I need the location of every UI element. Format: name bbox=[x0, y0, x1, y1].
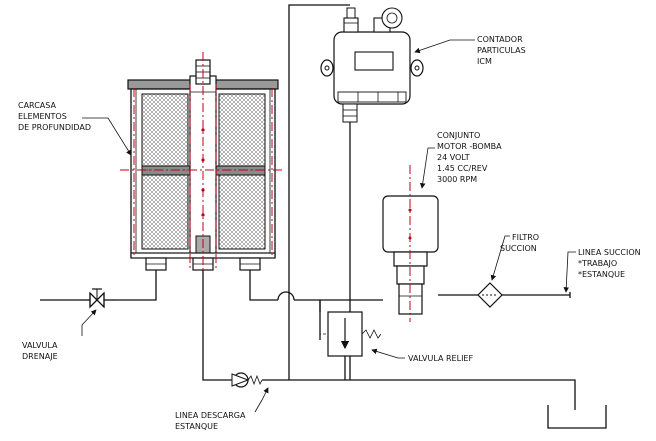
label-linea-succion: LINEA SUCCION *TRABAJO *ESTANQUE bbox=[578, 248, 641, 279]
label-conjunto-line-3: 24 VOLT bbox=[437, 153, 470, 162]
label-contador-line-2: PARTICULAS bbox=[477, 46, 526, 55]
label-contador-line-3: ICM bbox=[477, 57, 492, 66]
piping bbox=[40, 4, 576, 410]
check-valve-symbol bbox=[231, 372, 263, 388]
label-valvula-relief: VALVULA RELIEF bbox=[408, 354, 473, 363]
label-filtro-line-2: SUCCION bbox=[500, 244, 537, 253]
tank-symbol bbox=[547, 405, 607, 429]
filter-housing bbox=[120, 52, 285, 285]
label-conjunto-line-4: 1.45 CC/REV bbox=[437, 164, 488, 173]
label-valvula-drenaje-line-1: VALVULA bbox=[22, 341, 58, 350]
label-filtro: FILTRO SUCCION bbox=[500, 233, 539, 253]
motor-pump-assembly bbox=[382, 165, 439, 322]
label-valvula-drenaje: VALVULA DRENAJE bbox=[22, 341, 58, 361]
label-conjunto-line-2: MOTOR -BOMBA bbox=[437, 142, 502, 151]
leader-lines bbox=[81, 39, 576, 413]
label-valvula-drenaje-line-2: DRENAJE bbox=[22, 352, 58, 361]
label-carcasa: CARCASA ELEMENTOS DE PROFUNDIDAD bbox=[18, 101, 91, 132]
particle-counter-icm bbox=[320, 7, 424, 123]
label-contador-line-1: CONTADOR bbox=[477, 35, 523, 44]
label-conjunto: CONJUNTO MOTOR -BOMBA 24 VOLT 1.45 CC/RE… bbox=[437, 131, 502, 184]
relief-valve-symbol bbox=[319, 311, 382, 357]
label-contador: CONTADOR PARTICULAS ICM bbox=[477, 35, 526, 66]
label-linea-succion-line-2: *TRABAJO bbox=[578, 259, 617, 268]
label-conjunto-line-5: 3000 RPM bbox=[437, 175, 477, 184]
label-carcasa-line-3: DE PROFUNDIDAD bbox=[18, 123, 91, 132]
label-filtro-line-1: FILTRO bbox=[512, 233, 539, 242]
label-linea-succion-line-1: LINEA SUCCION bbox=[578, 248, 641, 257]
label-linea-descarga-line-2: ESTANQUE bbox=[175, 422, 218, 431]
label-linea-descarga: LINEA DESCARGA ESTANQUE bbox=[175, 411, 246, 431]
drain-valve-symbol bbox=[89, 288, 118, 309]
label-linea-descarga-line-1: LINEA DESCARGA bbox=[175, 411, 246, 420]
label-carcasa-line-1: CARCASA bbox=[18, 101, 57, 110]
label-linea-succion-line-3: *ESTANQUE bbox=[578, 270, 625, 279]
label-carcasa-line-2: ELEMENTOS bbox=[18, 112, 67, 121]
suction-filter-symbol bbox=[477, 282, 503, 308]
label-conjunto-line-1: CONJUNTO bbox=[437, 131, 480, 140]
